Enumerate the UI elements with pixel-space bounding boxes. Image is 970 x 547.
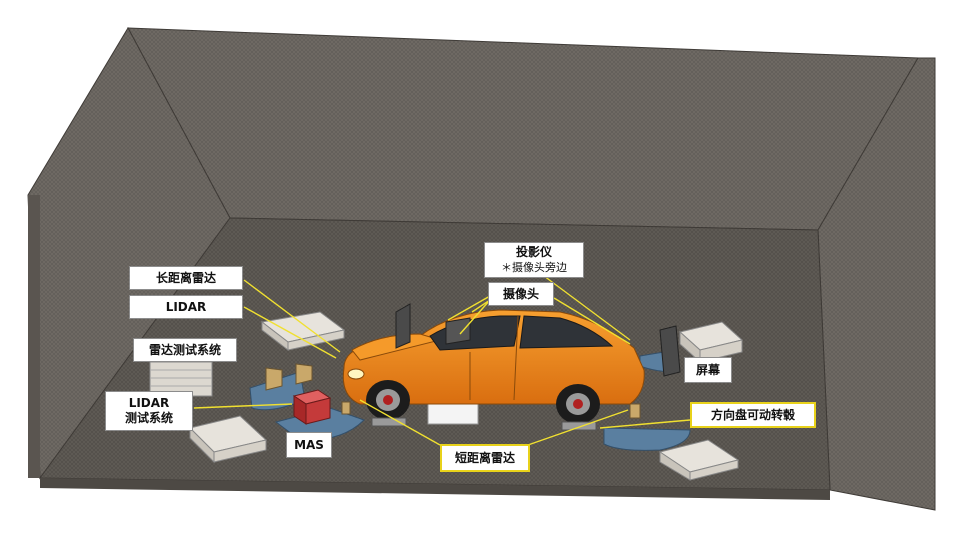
- absorber-stack-left-front: [189, 415, 268, 464]
- back-wall: [127, 27, 919, 231]
- screen-panel: [659, 325, 681, 377]
- front-wheel: [366, 380, 410, 420]
- label-projector: 投影仪 ＊摄像头旁边: [484, 242, 584, 278]
- horn-antennas: [265, 363, 641, 419]
- absorber-stack-left-mid: [149, 361, 213, 397]
- label-lidar: LIDAR: [129, 295, 243, 319]
- floor-front-edge: [40, 478, 830, 500]
- label-mas: MAS: [286, 432, 332, 458]
- projector-monitor: [395, 303, 471, 349]
- rear-wheel: [556, 384, 600, 424]
- absorber-stack-left-back: [260, 311, 346, 352]
- label-screen: 屏幕: [684, 357, 732, 383]
- label-long-range-radar: 长距离雷达: [129, 266, 243, 290]
- mas-box: [292, 389, 332, 425]
- callout-lines: [193, 275, 691, 446]
- label-radar-test-system: 雷达测试系统: [133, 338, 237, 362]
- absorber-stack-right-back: [678, 321, 744, 364]
- label-steering-rotatable: 方向盘可动转毂: [690, 402, 816, 428]
- label-camera: 摄像头: [488, 282, 554, 306]
- label-short-range-radar: 短距离雷达: [440, 444, 530, 472]
- left-wall-edge: [28, 195, 40, 478]
- right-wall: [817, 57, 936, 511]
- absorber-stack-right-front: [658, 439, 740, 481]
- label-lidar-test-system: LIDAR 测试系统: [105, 391, 193, 431]
